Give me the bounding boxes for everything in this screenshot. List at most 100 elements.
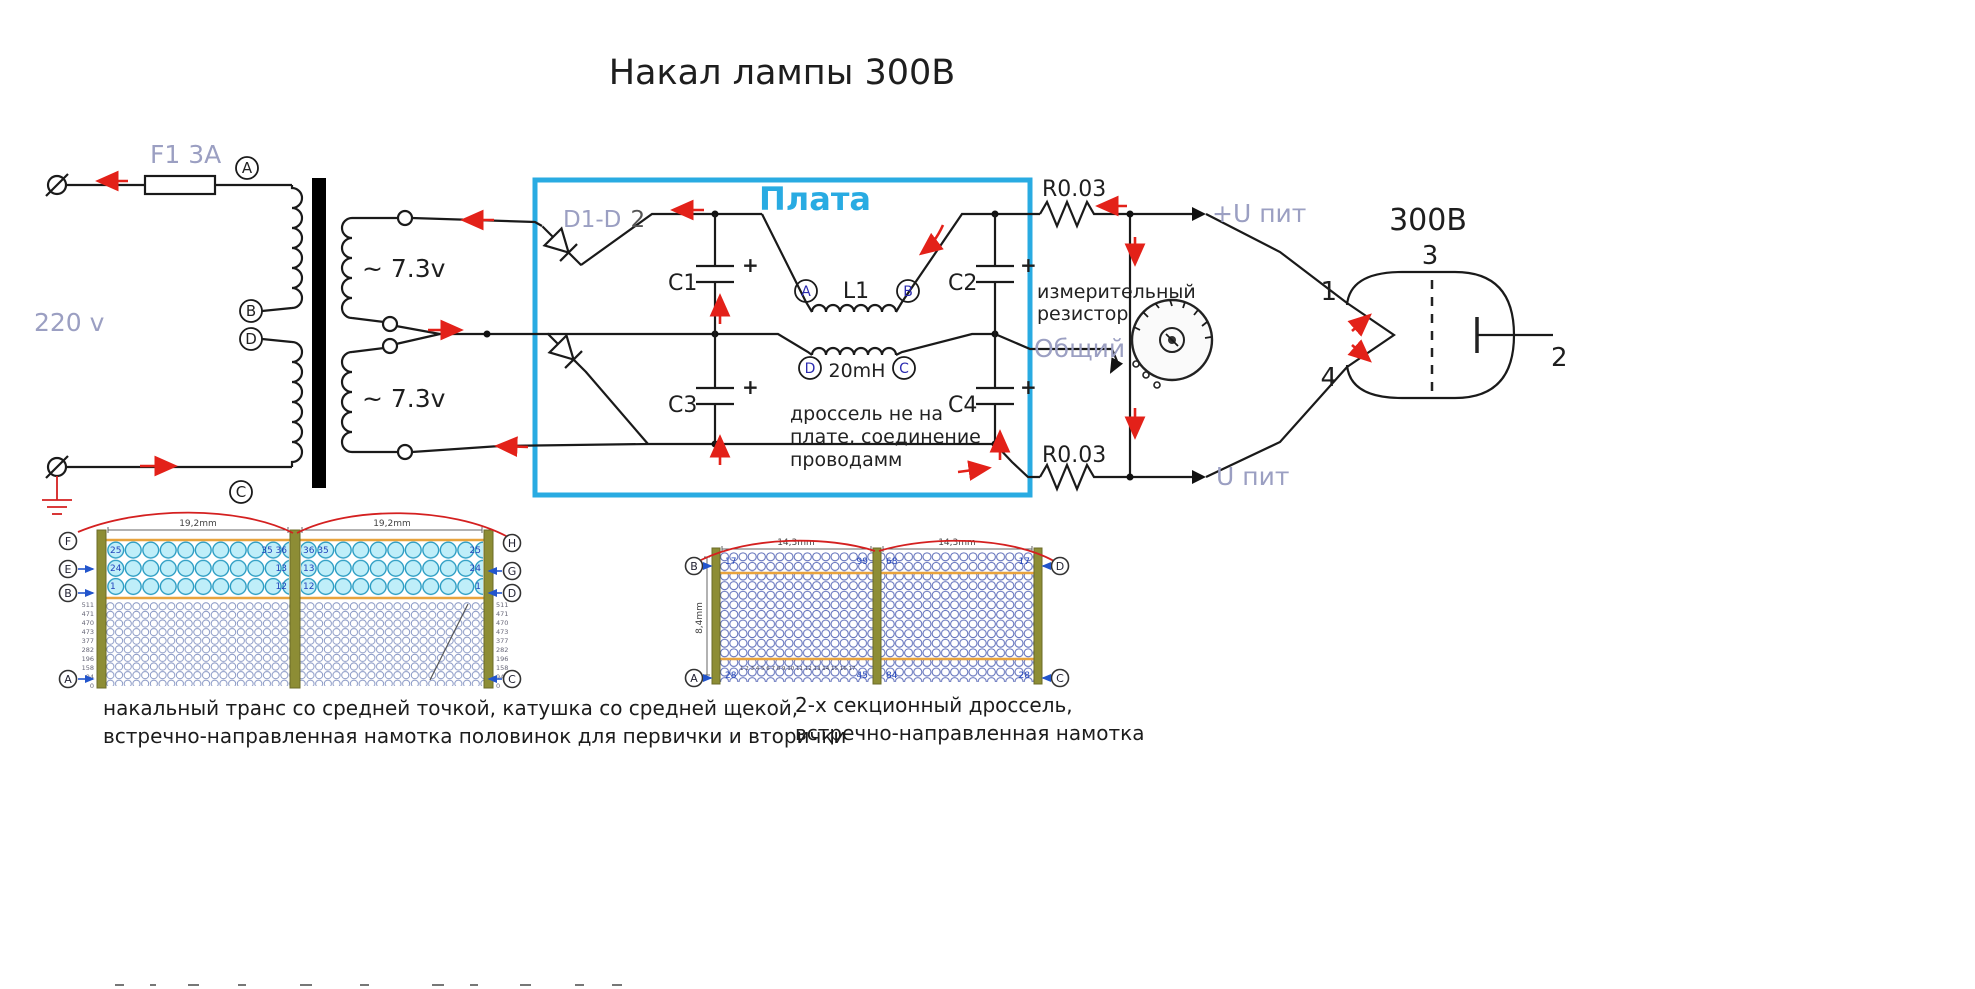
c4-label: C4	[948, 393, 977, 418]
coil1-rownum: 35 36	[261, 546, 287, 556]
terminal-slash-bottom	[45, 455, 69, 479]
coil2-terminal-a: A	[684, 668, 704, 688]
transformer-core	[312, 178, 326, 488]
terminal-slash-top	[45, 173, 69, 197]
rail-negative-label: U пит	[1216, 462, 1289, 491]
current-arrow	[1347, 339, 1372, 363]
tube-name: 300В	[1389, 203, 1467, 238]
svg-text:377: 377	[496, 637, 508, 645]
secondary-terminal-top	[396, 209, 414, 227]
secondary-terminal-mid2	[381, 337, 399, 355]
svg-text:377: 377	[82, 637, 94, 645]
sense-resistor-bottom-label: R0.03	[1042, 443, 1106, 468]
coil2-num: 99	[857, 557, 869, 567]
coil2-turns-left	[720, 552, 873, 682]
choke-b-label: B	[903, 284, 913, 300]
terminal-badge-b: B	[239, 299, 263, 323]
coil1-secondary-turns-left	[107, 541, 289, 596]
choke-badge-d: D	[798, 356, 822, 380]
fuse-label: F1 3A	[150, 140, 221, 169]
svg-text:471: 471	[496, 610, 508, 618]
choke-winding-bottom	[810, 346, 898, 356]
c3-label: C3	[668, 393, 697, 418]
svg-text:511: 511	[496, 601, 508, 609]
coil1-flange-right	[483, 529, 494, 689]
choke-c-label: C	[899, 361, 909, 377]
coil1-rownum: 1	[110, 582, 116, 592]
terminal-a-label: A	[242, 159, 253, 177]
coil1-flange-left	[96, 529, 107, 689]
c2-plus: +	[1020, 253, 1037, 277]
diode-d2	[546, 332, 588, 374]
terminal-badge-a: A	[235, 156, 259, 180]
measuring-resistor-knurl	[1133, 299, 1212, 339]
terminal-d-label: D	[245, 330, 257, 348]
svg-text:158: 158	[82, 664, 94, 672]
svg-text:94: 94	[496, 673, 504, 681]
board-outline	[532, 177, 1033, 498]
choke-note-line2: плате, соединение	[790, 426, 981, 448]
coil1-terminal-g: G	[502, 561, 522, 581]
coil1-rownum: 25	[470, 546, 481, 556]
c1-plus: +	[742, 253, 759, 277]
coil2-flange-middle	[872, 547, 882, 685]
svg-text:A: A	[690, 672, 698, 685]
coil2-dim-vertical: 8,4mm	[695, 602, 705, 634]
svg-text:D: D	[508, 587, 516, 600]
svg-text:D: D	[1056, 560, 1064, 573]
coil2-num: 17	[725, 557, 736, 567]
choke-winding-top	[810, 303, 898, 313]
coil1-secondary-turns-right	[301, 541, 483, 596]
coil1-rownum: 1	[475, 582, 481, 592]
diode-d1	[541, 225, 583, 267]
choke-badge-b: B	[896, 279, 920, 303]
svg-text:B: B	[64, 587, 72, 600]
svg-text:E: E	[65, 563, 72, 576]
coil1-dim-right: 19,2mm	[373, 519, 411, 529]
secondary-top-voltage: ~ 7.3v	[362, 254, 446, 283]
terminal-badge-d: D	[239, 327, 263, 351]
capacitor-c4: C4 +	[948, 334, 1037, 444]
secondary-winding-top	[340, 216, 353, 320]
svg-text:C: C	[508, 673, 516, 686]
fuse-body	[143, 174, 217, 196]
capacitor-c1: C1 +	[668, 214, 759, 334]
measuring-resistor-label2: резистор	[1037, 303, 1128, 325]
coil1-terminal-c: C	[502, 669, 522, 689]
coil2-num: 45	[857, 671, 868, 681]
coil2-num: 17	[1019, 557, 1030, 567]
choke-d-label: D	[805, 361, 816, 377]
svg-text:282: 282	[82, 646, 94, 654]
coil2-flange-right	[1033, 547, 1043, 685]
svg-text:H: H	[508, 537, 516, 550]
coil2-turn-numbers: 1 2 3 4 5 6 7 8 9 10 11 12 13 14 15 16 1…	[740, 666, 856, 672]
measuring-resistor: измерительный резистор	[1037, 281, 1214, 389]
coil2-terminal-b: B	[684, 556, 704, 576]
coil1-rownum: 36 35	[303, 546, 329, 556]
current-arrow	[957, 460, 992, 481]
tube-pin1-label: 1	[1320, 277, 1337, 307]
primary-winding	[290, 185, 304, 310]
choke-l1: L1 A B D C 20mH	[794, 279, 920, 382]
coil2-terminal-c: C	[1050, 668, 1070, 688]
capacitor-c3: C3 +	[668, 334, 759, 444]
tube-pin2-label: 2	[1551, 343, 1568, 373]
svg-text:F: F	[65, 535, 71, 548]
fuse: F1 3A	[143, 140, 292, 196]
coil1-terminal-f: F	[58, 531, 78, 551]
coil1-rownum: 24	[470, 564, 482, 574]
coil2-red-jumper-left	[700, 539, 876, 561]
sense-resistor-top: R0.03	[1039, 177, 1106, 229]
choke-note-line1: дроссель не на	[790, 403, 943, 425]
coil1-red-jumper-left	[77, 511, 294, 534]
tube-filament-leads	[1346, 302, 1396, 368]
coil2-turns-right	[881, 552, 1034, 682]
svg-text:158: 158	[496, 664, 508, 672]
secondary-terminal-bottom	[396, 443, 414, 461]
rail-positive-arrowhead	[1192, 207, 1206, 221]
choke-label: L1	[843, 279, 869, 304]
coil2-num: 68	[886, 557, 898, 567]
sense-resistor-bottom: R0.03	[1039, 443, 1106, 492]
coil1-rownum: 13	[276, 564, 287, 574]
